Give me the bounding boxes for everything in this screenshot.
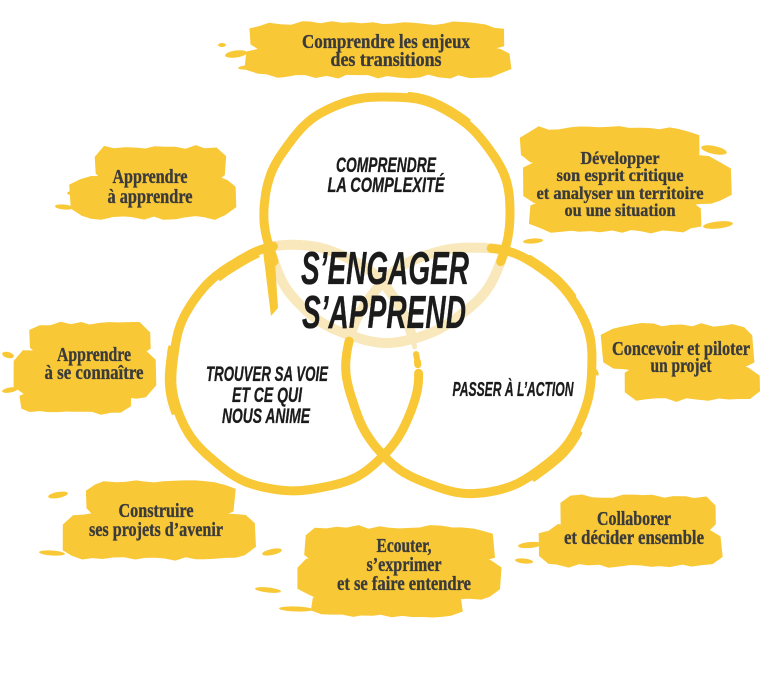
svg-text:Comprendre les enjeux: Comprendre les enjeux	[302, 31, 470, 53]
svg-text:S’APPREND: S’APPREND	[302, 286, 466, 338]
svg-text:LA COMPLEXITÉ: LA COMPLEXITÉ	[328, 174, 446, 197]
svg-text:Construire: Construire	[119, 500, 194, 522]
svg-text:ET CE QUI: ET CE QUI	[232, 384, 303, 407]
svg-text:NOUS ANIME: NOUS ANIME	[222, 405, 311, 428]
svg-text:PASSER À L’ACTION: PASSER À L’ACTION	[453, 378, 574, 401]
svg-text:s’exprimer: s’exprimer	[367, 554, 442, 576]
svg-text:Ecouter,: Ecouter,	[377, 535, 432, 557]
svg-text:Collaborer: Collaborer	[597, 508, 671, 530]
svg-text:ses projets d’avenir: ses projets d’avenir	[89, 519, 223, 541]
svg-text:un projet: un projet	[651, 355, 712, 377]
svg-text:COMPRENDRE: COMPRENDRE	[336, 154, 437, 177]
svg-text:et analyser un territoire: et analyser un territoire	[537, 183, 704, 203]
svg-text:ou une situation: ou une situation	[565, 200, 676, 220]
svg-text:son esprit critique: son esprit critique	[557, 165, 684, 185]
svg-text:à se connaître: à se connaître	[45, 362, 144, 384]
svg-text:à apprendre: à apprendre	[108, 186, 193, 208]
svg-text:TROUVER SA VOIE: TROUVER SA VOIE	[206, 363, 329, 386]
svg-text:et se faire entendre: et se faire entendre	[337, 573, 471, 595]
svg-text:Concevoir et piloter: Concevoir et piloter	[612, 338, 750, 360]
svg-text:Apprendre: Apprendre	[57, 344, 131, 366]
svg-text:S’ENGAGER: S’ENGAGER	[301, 242, 469, 294]
svg-text:Développer: Développer	[581, 148, 660, 168]
svg-text:des transitions: des transitions	[331, 49, 442, 71]
svg-text:et décider ensemble: et décider ensemble	[564, 527, 704, 549]
svg-text:Apprendre: Apprendre	[113, 166, 188, 188]
